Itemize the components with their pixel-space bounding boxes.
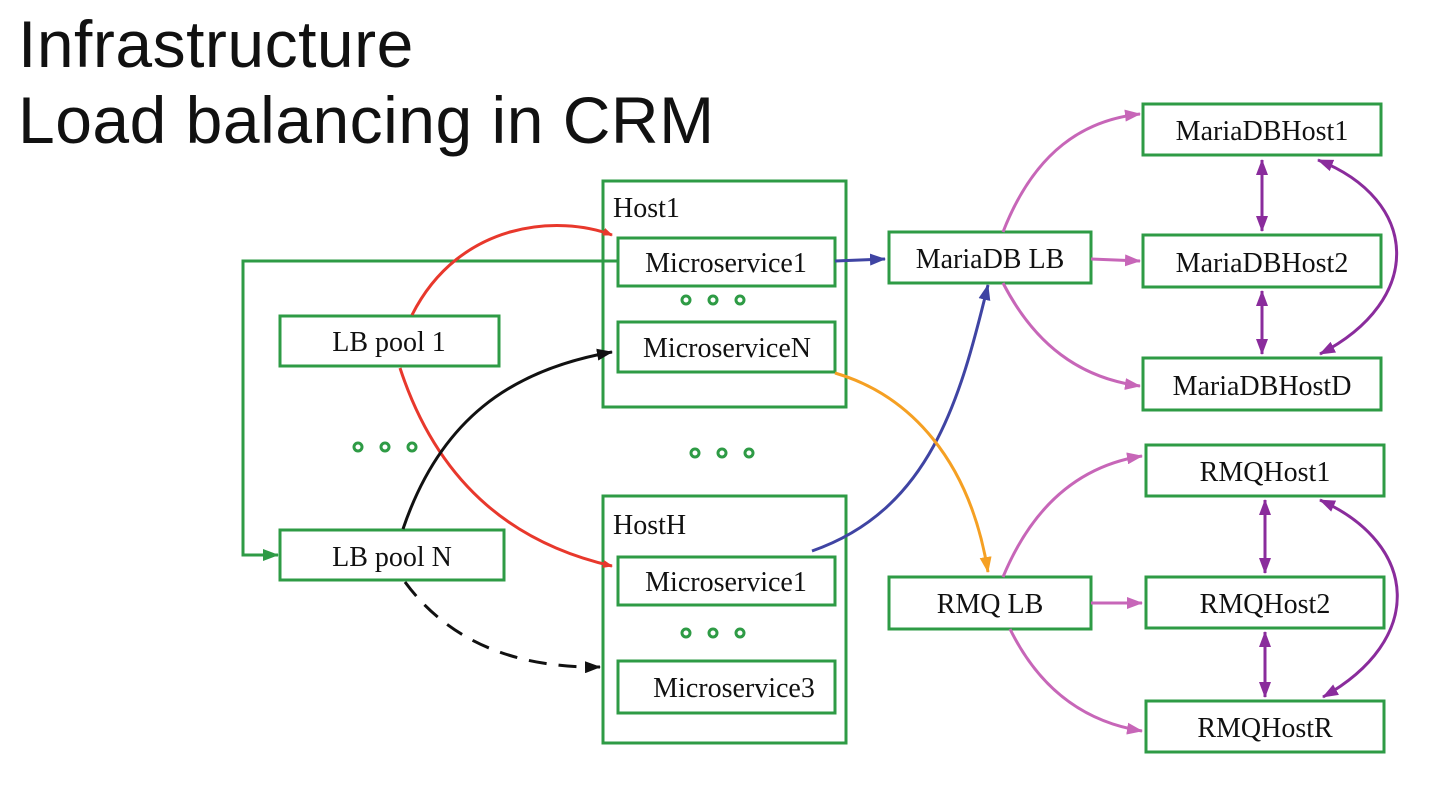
edge-lb-pool-1-to-hosth-microservice1	[398, 367, 613, 568]
node-rmq-lb: RMQ LB	[887, 575, 1093, 631]
node-mariadb-host1: MariaDBHost1	[1141, 102, 1383, 157]
node-host1-microservicen: MicroserviceN	[616, 320, 837, 374]
rmq-host2-label: RMQHost2	[1200, 589, 1331, 620]
edge-mariadb-lb-to-host1	[1001, 109, 1141, 233]
edge-lb-pool-1-to-host1-microservice1	[410, 223, 613, 316]
node-hosth-microservice1: Microservice1	[616, 555, 837, 607]
ellipsis-hosth-microservices	[680, 627, 746, 639]
mariadb-host1-label: MariaDBHost1	[1176, 116, 1349, 147]
hosth-microservice3-label: Microservice3	[653, 673, 815, 704]
hosth-label: HostH	[613, 510, 686, 541]
lb-pool-n-label: LB pool N	[332, 542, 452, 573]
edge-rmq-lb-to-host1	[1001, 452, 1143, 578]
node-rmq-host1: RMQHost1	[1144, 443, 1386, 498]
mariadb-lb-label: MariaDB LB	[916, 244, 1065, 275]
host1-label: Host1	[613, 193, 680, 224]
ellipsis-lb-pools	[352, 441, 418, 453]
rmq-hostr-label: RMQHostR	[1197, 713, 1333, 744]
node-rmq-hostr: RMQHostR	[1144, 699, 1386, 754]
edge-mariadb-host1-hostd-sync	[1317, 158, 1399, 356]
mariadb-hostd-label: MariaDBHostD	[1173, 371, 1352, 402]
rmq-lb-label: RMQ LB	[937, 589, 1044, 620]
ellipsis-host1-microservices	[680, 294, 746, 306]
edge-mariadb-lb-to-hostd	[1001, 282, 1141, 390]
edge-rmq-host1-hostr-sync	[1319, 498, 1399, 699]
host1-microservicen-label: MicroserviceN	[643, 333, 811, 364]
node-mariadb-lb: MariaDB LB	[887, 230, 1093, 285]
edge-lb-pool-n-to-microservice3	[403, 581, 601, 674]
node-lb-pool-n: LB pool N	[278, 528, 506, 582]
edge-rmq-lb-to-hostr	[1008, 628, 1143, 735]
node-mariadb-host2: MariaDBHost2	[1141, 233, 1383, 289]
title-line-2: Load balancing in CRM	[18, 83, 715, 157]
rmq-host1-label: RMQHost1	[1200, 457, 1331, 488]
edge-microservice1-to-mariadb-lb	[834, 253, 886, 266]
title-line-1: Infrastructure	[18, 7, 414, 81]
edge-microservice1-to-lb-pool-n	[241, 259, 618, 561]
host1-microservice1-label: Microservice1	[645, 248, 807, 279]
node-lb-pool-1: LB pool 1	[278, 314, 501, 368]
node-mariadb-hostd: MariaDBHostD	[1141, 356, 1383, 412]
lb-pool-1-label: LB pool 1	[332, 327, 446, 358]
node-hosth-microservice3: Microservice3	[616, 659, 837, 715]
node-host1-microservice1: Microservice1	[616, 236, 837, 288]
mariadb-host2-label: MariaDBHost2	[1176, 248, 1349, 279]
page-title: Infrastructure Load balancing in CRM	[18, 6, 715, 158]
hosth-microservice1-label: Microservice1	[645, 567, 807, 598]
ellipsis-hosts	[689, 447, 755, 459]
edge-mariadb-lb-to-host2	[1090, 254, 1141, 267]
edge-lb-pool-n-to-microservicen	[401, 348, 613, 530]
edge-microservicen-to-rmq-lb	[834, 371, 992, 573]
edge-hosth-microservice1-to-mariadb-lb	[811, 284, 991, 553]
node-rmq-host2: RMQHost2	[1144, 575, 1386, 630]
